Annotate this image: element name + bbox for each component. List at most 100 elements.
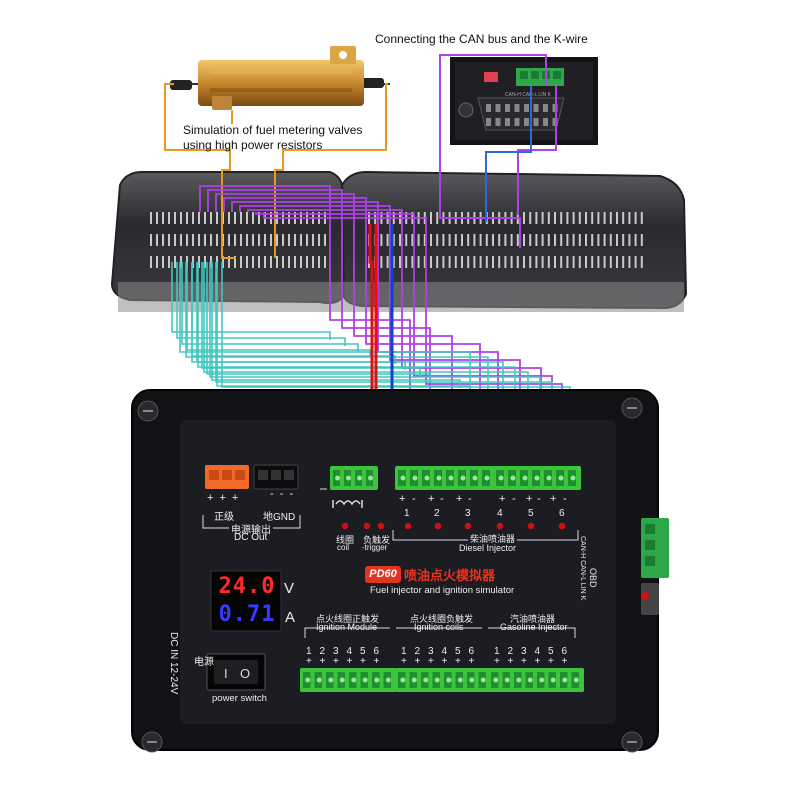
wire-purple xyxy=(517,86,557,215)
ecu-pin xyxy=(174,256,176,268)
ecu-pin xyxy=(467,256,470,268)
ecu-pin xyxy=(150,256,152,268)
terminal-screw-head xyxy=(385,677,391,683)
output-channel-sign: + xyxy=(346,656,353,667)
ecu-pin xyxy=(442,234,445,246)
ecu-pin xyxy=(516,234,519,246)
ecu-pin xyxy=(150,234,152,246)
indicator-led xyxy=(464,522,472,530)
terminal-screw-head xyxy=(480,677,486,683)
svg-text:CAN-H CAN-L LIN K: CAN-H CAN-L LIN K xyxy=(505,92,552,98)
ecu-pin xyxy=(282,256,284,268)
ecu-pin xyxy=(405,234,408,246)
diesel-polarity-label: - xyxy=(537,493,541,505)
obd-pin xyxy=(533,118,539,126)
positive-label-cn: 正级 xyxy=(214,512,234,523)
ecu-pin xyxy=(192,212,194,224)
output-channel-number: 1 xyxy=(401,646,407,657)
ecu-pin xyxy=(473,234,476,246)
model-badge: PD60 xyxy=(365,566,401,583)
ecu-pin xyxy=(597,212,600,224)
wire-cyan xyxy=(181,262,359,352)
ecu-pin xyxy=(168,256,170,268)
gasoline-label: Gasoline Injector xyxy=(500,622,568,632)
ecu-pin xyxy=(609,234,612,246)
terminal-strip xyxy=(300,668,396,692)
ecu-pin xyxy=(535,212,538,224)
ecu-pin xyxy=(258,212,260,224)
ecu-pin xyxy=(535,234,538,246)
diesel-polarity-label: + xyxy=(399,493,406,505)
wire-cyan xyxy=(176,262,346,346)
wire-purple xyxy=(239,205,521,468)
terminal-strips[interactable] xyxy=(300,466,584,692)
terminal-screw-head xyxy=(546,475,552,481)
ecu-pin xyxy=(405,256,408,268)
dc-out-label-cn: 电源输出 xyxy=(229,521,273,536)
indicator-led xyxy=(434,522,442,530)
ecu-pin xyxy=(210,234,212,246)
ecu-pin xyxy=(192,234,194,246)
indicator-led xyxy=(558,522,566,530)
ecu-pin xyxy=(566,256,569,268)
ecu-pin xyxy=(234,234,236,246)
ecu-pin xyxy=(186,212,188,224)
wire-purple xyxy=(215,193,453,468)
ecu-pin xyxy=(454,234,457,246)
ecu-pin xyxy=(246,212,248,224)
diesel-channel-number: 5 xyxy=(528,508,534,519)
ecu-pin xyxy=(204,234,206,246)
dc-out-terminal[interactable] xyxy=(205,464,299,490)
ecu-pin xyxy=(529,256,532,268)
ecu-pin xyxy=(566,234,569,246)
terminal-screw-head xyxy=(400,677,406,683)
ecu-pin xyxy=(276,234,278,246)
output-channel-number: 1 xyxy=(494,646,500,657)
ecu-pin xyxy=(467,234,470,246)
ecu-pin xyxy=(510,256,513,268)
ecu-pin xyxy=(554,256,556,268)
diesel-polarity-label: + xyxy=(526,493,533,505)
gasoline-label-cn: 汽油喷油器 xyxy=(510,614,556,624)
ecu-pin xyxy=(228,212,230,224)
ecu-pin xyxy=(417,256,420,268)
indicator-led xyxy=(527,522,535,530)
terminal-strip xyxy=(395,668,491,692)
can-connector: CAN-H CAN-L LIN K xyxy=(450,57,598,145)
output-channel-number: 3 xyxy=(521,646,527,657)
terminal-screw-head xyxy=(469,677,475,683)
output-channel-number: 2 xyxy=(507,646,514,657)
ecu-pin xyxy=(585,234,587,246)
ecu-pin xyxy=(541,234,544,246)
output-channel-number: 5 xyxy=(455,646,461,657)
coil-label-cn: 线圈 xyxy=(336,535,355,545)
terminal-screw-head xyxy=(527,677,533,683)
ecu-pin xyxy=(603,234,606,246)
ecu-pin xyxy=(306,256,308,268)
power-rocker-switch[interactable]: I O xyxy=(206,653,266,691)
ecu-pin xyxy=(258,256,260,268)
wire-purple xyxy=(439,54,547,248)
ecu-pin xyxy=(436,212,439,224)
ecu-pin xyxy=(252,256,254,268)
ecu-pin xyxy=(324,234,326,246)
ecu-pin xyxy=(560,256,563,268)
ecu-pin xyxy=(448,234,451,246)
terminal-screw-head xyxy=(457,677,463,683)
ecu-pin xyxy=(628,212,631,224)
diesel-channel-number: 1 xyxy=(404,508,410,519)
ecu-pin xyxy=(628,256,631,268)
obd-pin xyxy=(495,104,501,112)
ecu-pin xyxy=(306,234,308,246)
indicator-led xyxy=(496,522,504,530)
output-channel-number: 4 xyxy=(441,646,448,657)
terminal-screw-head xyxy=(434,677,440,683)
output-channel-sign: + xyxy=(373,656,380,667)
coil-label: coil xyxy=(337,543,350,552)
device-title-cn: 喷油点火模拟器 xyxy=(404,569,496,584)
ecu-pin xyxy=(529,212,532,224)
obd-pin xyxy=(524,104,529,112)
terminal-screw-head xyxy=(412,475,418,481)
ecu-pin xyxy=(411,256,414,268)
terminal-screw-head xyxy=(316,677,322,683)
